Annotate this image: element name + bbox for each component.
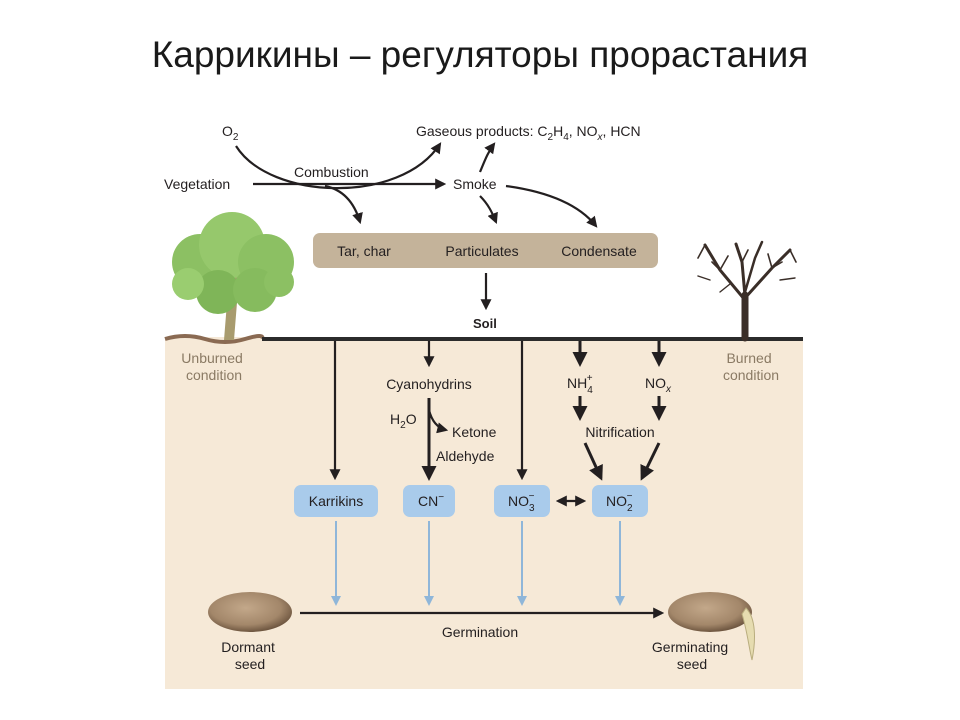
o2-label: O2 bbox=[222, 123, 239, 143]
green-tree-icon bbox=[172, 212, 294, 340]
particulates-label: Particulates bbox=[445, 243, 518, 259]
karrikins-label: Karrikins bbox=[309, 493, 363, 509]
germination-label: Germination bbox=[442, 624, 518, 640]
no3-box bbox=[494, 485, 550, 517]
cn-box bbox=[403, 485, 455, 517]
burned-tree-icon bbox=[697, 240, 797, 342]
arrow-smoke-to-gaseous bbox=[478, 142, 496, 173]
gaseous-products-label: Gaseous products: C2H4, NOx, HCN bbox=[416, 123, 641, 143]
arrow-nitrification-to-no2-left bbox=[583, 442, 603, 481]
no2-label: NO2− bbox=[606, 491, 633, 514]
germinating-seed-icon bbox=[668, 592, 755, 661]
dormant-seed-label: Dormant seed bbox=[221, 639, 279, 672]
no3-label: NO3− bbox=[508, 491, 535, 514]
tar-char-label: Tar, char bbox=[337, 243, 391, 259]
karrikins-box bbox=[294, 485, 378, 517]
arrow-combustion-to-tar bbox=[324, 184, 363, 225]
nox-label: NOx bbox=[645, 375, 672, 395]
arrow-smoke-to-condensate bbox=[505, 184, 598, 228]
ground-line-unburned bbox=[164, 334, 265, 344]
slide-title: Каррикины – регуляторы прорастания bbox=[151, 34, 809, 75]
arrow-cyanohydrins-to-ketone bbox=[427, 409, 449, 434]
condensate-label: Condensate bbox=[561, 243, 637, 259]
soil-label: Soil bbox=[473, 316, 497, 331]
arrow-nitrification-to-no2-right bbox=[640, 442, 661, 481]
dormant-seed-icon bbox=[208, 592, 292, 632]
arrow-o2-to-gaseous bbox=[235, 142, 442, 190]
nh4-label: NH4+ bbox=[567, 373, 593, 396]
residue-box bbox=[313, 233, 658, 268]
aldehyde-label: Aldehyde bbox=[436, 448, 495, 464]
cyanohydrins-label: Cyanohydrins bbox=[386, 376, 472, 392]
nitrification-label: Nitrification bbox=[585, 424, 654, 440]
germinating-seed-label: Germinating seed bbox=[652, 639, 732, 672]
cn-label: CN− bbox=[418, 492, 444, 509]
vegetation-label: Vegetation bbox=[164, 176, 230, 192]
arrow-smoke-to-particulates bbox=[479, 195, 498, 225]
h2o-label: H2O bbox=[390, 411, 417, 431]
unburned-condition-label: Unburned condition bbox=[181, 350, 246, 383]
no2-box bbox=[592, 485, 648, 517]
smoke-label: Smoke bbox=[453, 176, 497, 192]
combustion-label: Combustion bbox=[294, 164, 369, 180]
burned-condition-label: Burned condition bbox=[723, 350, 779, 383]
ketone-label: Ketone bbox=[452, 424, 497, 440]
